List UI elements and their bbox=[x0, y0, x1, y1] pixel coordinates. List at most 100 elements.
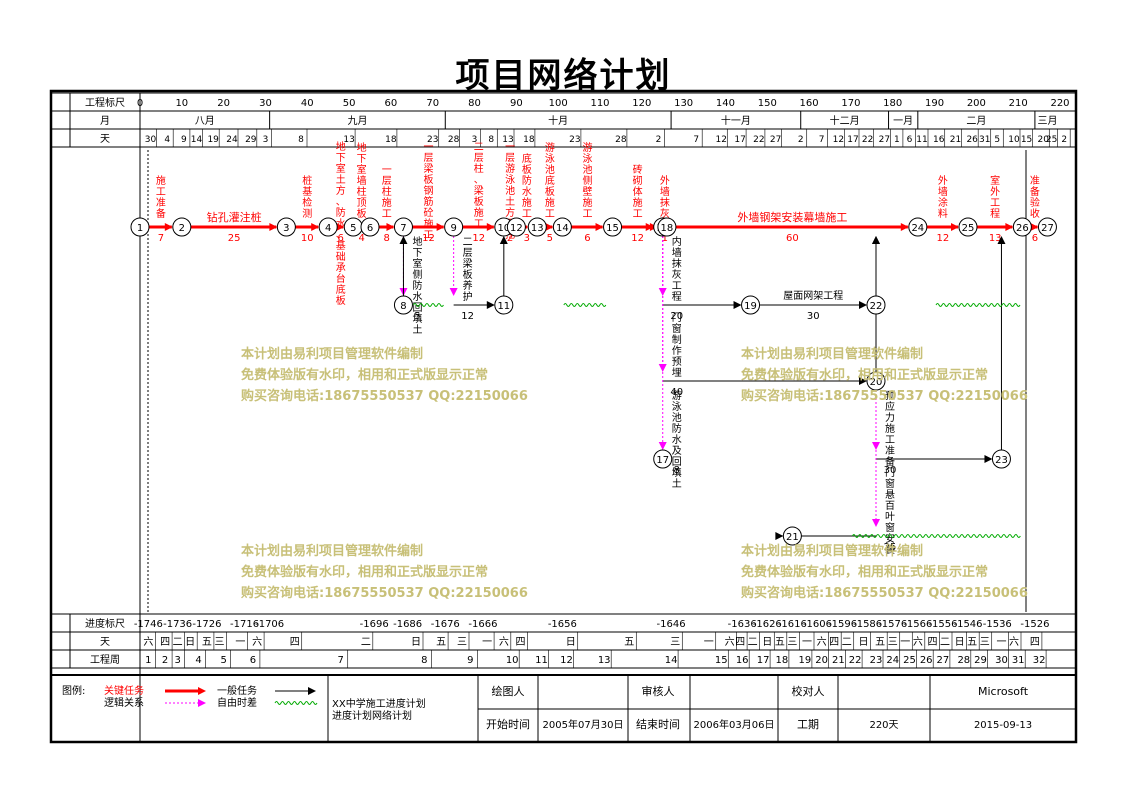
weekday-label: 五 bbox=[624, 637, 634, 648]
progress-scale-label: -1626 bbox=[753, 619, 782, 630]
day-label: 19 bbox=[207, 135, 219, 145]
node-number: 10 bbox=[497, 223, 510, 234]
network-node[interactable] bbox=[908, 217, 928, 237]
network-node[interactable] bbox=[552, 217, 572, 237]
progress-scale-label: -1546 bbox=[953, 619, 982, 630]
node-number: 9 bbox=[450, 223, 456, 234]
network-node[interactable] bbox=[506, 217, 526, 237]
critical-task-name: 室 bbox=[357, 163, 367, 176]
network-node[interactable] bbox=[393, 217, 413, 237]
ruler-tick-label: 170 bbox=[841, 98, 860, 109]
normal-task-name: 墙 bbox=[672, 246, 682, 259]
ruler-tick-label: 120 bbox=[632, 98, 651, 109]
network-node[interactable] bbox=[741, 295, 761, 315]
critical-task-name: 验 bbox=[1030, 196, 1040, 209]
normal-task-name: 力 bbox=[885, 411, 895, 424]
network-node[interactable] bbox=[782, 526, 802, 546]
progress-scale-label: -1596 bbox=[828, 619, 857, 630]
network-node[interactable] bbox=[603, 217, 623, 237]
ruler-tick-label: 30 bbox=[259, 98, 272, 109]
node-number: 23 bbox=[995, 455, 1008, 466]
week-label: 21 bbox=[832, 655, 845, 666]
header-row-label: 月 bbox=[100, 115, 110, 127]
network-node[interactable] bbox=[1037, 217, 1057, 237]
week-label: 1 bbox=[145, 655, 151, 666]
normal-task-name: 屋面网架工程 bbox=[783, 290, 843, 302]
network-node[interactable] bbox=[866, 295, 886, 315]
network-node[interactable] bbox=[1012, 217, 1032, 237]
week-label: 19 bbox=[799, 655, 812, 666]
week-label: 6 bbox=[250, 655, 256, 666]
week-label: 22 bbox=[849, 655, 862, 666]
day-label: 5 bbox=[994, 135, 1000, 145]
critical-task-name: 外 bbox=[938, 175, 948, 187]
month-label: 十二月 bbox=[830, 114, 860, 127]
network-node[interactable] bbox=[653, 449, 673, 469]
ruler-tick-label: 220 bbox=[1050, 98, 1069, 109]
network-node[interactable] bbox=[276, 217, 296, 237]
normal-task-duration: 40 bbox=[670, 387, 683, 398]
day-label: 6 bbox=[907, 135, 913, 145]
weekday-label: 四 bbox=[290, 637, 300, 648]
normal-task-name: 施 bbox=[885, 422, 895, 435]
normal-arrow-head bbox=[984, 455, 993, 463]
network-node[interactable] bbox=[172, 217, 192, 237]
normal-task-name: 地 bbox=[412, 235, 422, 248]
node-number: 5 bbox=[350, 223, 356, 234]
normal-task-name: 窗 bbox=[885, 521, 895, 534]
progress-scale-label: -1736 bbox=[163, 619, 192, 630]
weekday-label: 五 bbox=[436, 637, 446, 648]
network-node[interactable] bbox=[866, 371, 886, 391]
normal-task-name: 埋 bbox=[672, 367, 682, 379]
critical-task-name: 池 bbox=[545, 163, 555, 176]
day-label: 2 bbox=[656, 135, 662, 145]
week-label: 30 bbox=[995, 655, 1008, 666]
network-node[interactable] bbox=[360, 217, 380, 237]
critical-task-name: 泳 bbox=[505, 174, 515, 186]
network-node[interactable] bbox=[393, 295, 413, 315]
free-float-line bbox=[413, 303, 444, 307]
ruler-tick-label: 100 bbox=[549, 98, 568, 109]
weekday-label: 二 bbox=[842, 637, 852, 648]
network-node[interactable] bbox=[657, 217, 677, 237]
month-label: 三月 bbox=[1037, 115, 1057, 127]
legend-float-line bbox=[274, 701, 318, 705]
footer-row-label: 工程周 bbox=[90, 654, 120, 666]
critical-arrow-head bbox=[545, 223, 554, 231]
progress-scale-label: -1606 bbox=[803, 619, 832, 630]
week-label: 26 bbox=[920, 655, 933, 666]
weekday-label: 一 bbox=[996, 637, 1006, 648]
critical-task-duration: 5 bbox=[547, 233, 553, 244]
network-node[interactable] bbox=[527, 217, 547, 237]
free-float-line bbox=[563, 303, 607, 307]
node-number: 11 bbox=[497, 301, 510, 312]
critical-task-duration: 60 bbox=[786, 233, 799, 244]
critical-task-name: 挖 bbox=[505, 228, 515, 241]
progress-scale-label: -1576 bbox=[878, 619, 907, 630]
legend-normal-label: 一般任务 bbox=[217, 684, 257, 697]
weekday-label: 日 bbox=[411, 637, 421, 648]
week-label: 14 bbox=[665, 655, 678, 666]
network-node[interactable] bbox=[318, 217, 338, 237]
normal-arrow-head bbox=[775, 532, 784, 540]
progress-scale-label: -1716 bbox=[230, 619, 259, 630]
network-node[interactable] bbox=[958, 217, 978, 237]
critical-task-name: 工 bbox=[545, 209, 555, 220]
ruler-tick-label: 70 bbox=[426, 98, 439, 109]
normal-task-name: 及 bbox=[672, 445, 682, 457]
progress-scale-label: -1656 bbox=[548, 619, 577, 630]
normal-task-name: 填 bbox=[672, 466, 682, 479]
network-node[interactable] bbox=[494, 295, 514, 315]
network-node[interactable] bbox=[444, 217, 464, 237]
progress-scale-label: -1676 bbox=[431, 619, 460, 630]
network-node[interactable] bbox=[991, 449, 1011, 469]
critical-task-name: 外 bbox=[990, 186, 1000, 198]
day-label: 18 bbox=[385, 135, 397, 145]
critical-task-name: 体 bbox=[633, 186, 643, 198]
critical-task-name: 下 bbox=[357, 154, 367, 165]
network-node[interactable] bbox=[130, 217, 150, 237]
day-label: 29 bbox=[245, 135, 257, 145]
critical-task-name: 砖 bbox=[633, 163, 643, 176]
normal-task-name: 作 bbox=[672, 345, 682, 357]
